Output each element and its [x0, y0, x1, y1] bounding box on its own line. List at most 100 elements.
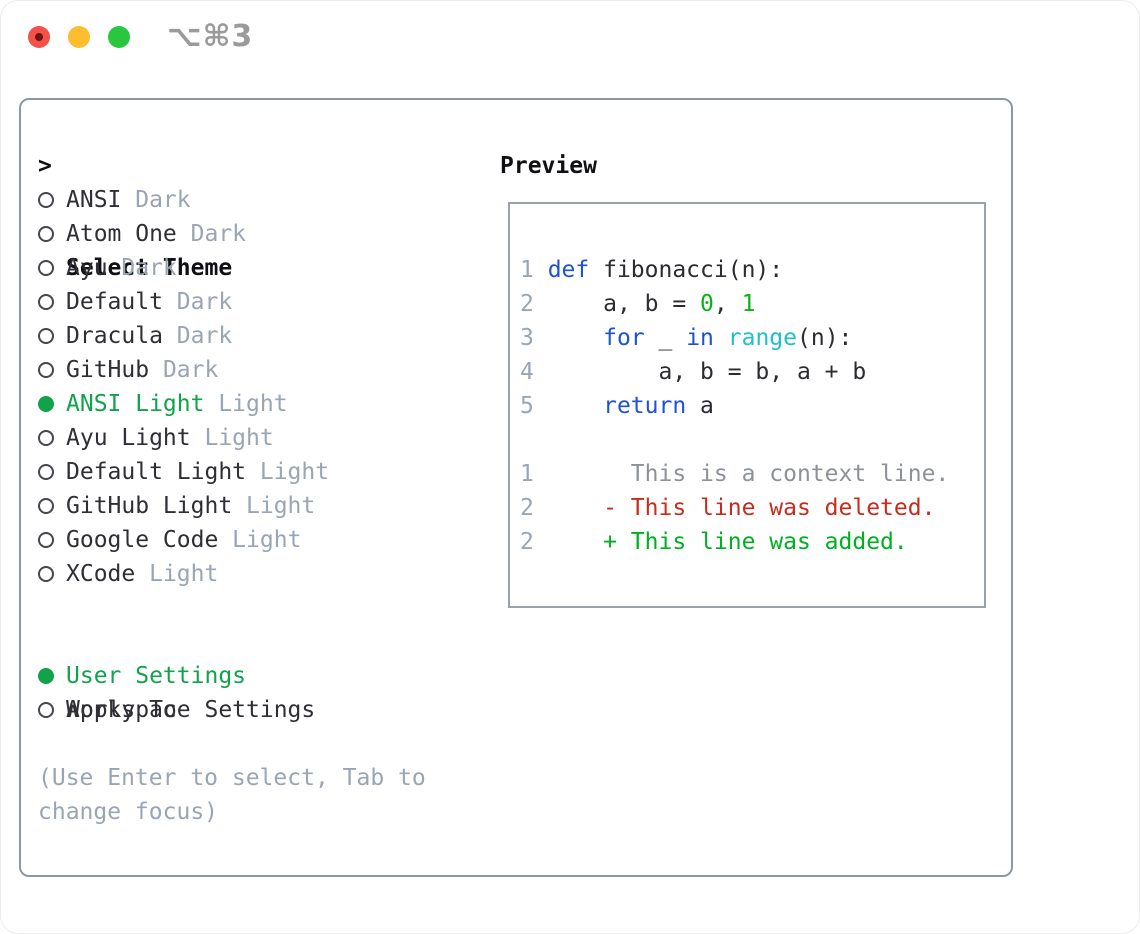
code-token: for — [603, 325, 645, 351]
theme-option[interactable]: Default Dark — [38, 285, 488, 319]
apply-option[interactable]: User Settings — [38, 659, 488, 693]
line-number: 3 — [520, 325, 548, 351]
spacer — [38, 591, 488, 625]
theme-variant: Light — [135, 561, 219, 587]
theme-option[interactable]: GitHub Dark — [38, 353, 488, 387]
code-line: 1 def fibonacci(n): — [520, 253, 949, 287]
code-token — [548, 393, 603, 419]
close-button[interactable] — [28, 26, 50, 48]
radio-icon — [38, 260, 54, 276]
radio-icon — [38, 464, 54, 480]
theme-name: Default Light — [66, 459, 247, 485]
code-token: 0 — [700, 291, 714, 317]
theme-option[interactable]: Atom One Dark — [38, 217, 488, 251]
radio-icon — [38, 362, 54, 378]
theme-option[interactable]: Ayu Dark — [38, 251, 488, 285]
select-theme-title: Select Theme — [66, 255, 233, 281]
theme-name: XCode — [66, 561, 136, 587]
apply-option[interactable]: Workspace Settings — [38, 693, 488, 727]
theme-variant: Light — [218, 527, 302, 553]
unsaved-dot-icon — [35, 33, 43, 41]
code-line: 2 - This line was deleted. — [520, 491, 949, 525]
theme-name: ANSI — [66, 187, 122, 213]
theme-variant: Dark — [149, 357, 219, 383]
minimize-button[interactable] — [68, 26, 90, 48]
theme-label: ANSI Light Light — [38, 387, 488, 421]
theme-variant: Light — [246, 459, 330, 485]
theme-name: ANSI Light — [66, 391, 205, 417]
theme-variant: Dark — [162, 323, 233, 349]
radio-selected-icon — [38, 668, 54, 684]
theme-label: Ayu Dark — [38, 251, 488, 285]
radio-icon — [38, 702, 54, 718]
theme-label: Default Dark — [38, 285, 488, 319]
theme-variant: Light — [204, 391, 288, 417]
radio-icon — [38, 192, 54, 208]
radio-icon — [38, 226, 54, 242]
theme-variant: Dark — [176, 221, 247, 247]
code-token — [714, 325, 728, 351]
code-token: (n): — [797, 325, 853, 351]
theme-label: Default Light Light — [38, 455, 488, 489]
code-line: 1 This is a context line. — [520, 457, 949, 491]
theme-label: GitHub Light Light — [38, 489, 488, 523]
code-token: 1 — [741, 291, 756, 317]
theme-option[interactable]: ANSI Dark — [38, 183, 488, 217]
theme-option[interactable]: Dracula Dark — [38, 319, 488, 353]
line-number: 2 — [520, 495, 548, 521]
line-number: 2 — [520, 529, 548, 555]
theme-name: Default — [66, 289, 163, 315]
line-number: 1 — [520, 257, 548, 283]
theme-name: Atom One — [66, 221, 177, 247]
theme-label: GitHub Dark — [38, 353, 488, 387]
theme-option[interactable]: Ayu Light Light — [38, 421, 488, 455]
zoom-button[interactable] — [108, 26, 130, 48]
theme-label: Dracula Dark — [38, 319, 488, 353]
code-token: in — [686, 325, 714, 351]
hint-text: (Use Enter to select, Tab to change focu… — [38, 765, 426, 825]
apply-to-title: Apply To — [66, 697, 177, 723]
theme-option[interactable]: ANSI Light Light — [38, 387, 488, 421]
line-number: 5 — [520, 393, 548, 419]
line-number: 2 — [520, 291, 548, 317]
code-token: return — [603, 393, 687, 419]
theme-label: ANSI Dark — [38, 183, 488, 217]
radio-icon — [38, 294, 54, 310]
theme-label: XCode Light — [38, 557, 488, 591]
code-line — [520, 423, 949, 457]
line-number: 1 — [520, 461, 548, 487]
select-theme-header: > Select Theme — [38, 149, 488, 281]
code-line: 5 return a — [520, 389, 949, 423]
theme-label: Ayu Light Light — [38, 421, 488, 455]
radio-icon — [38, 532, 54, 548]
theme-variant: Dark — [121, 187, 191, 213]
radio-icon — [38, 498, 54, 514]
theme-name: GitHub Light — [66, 493, 233, 519]
theme-option[interactable]: Default Light Light — [38, 455, 488, 489]
theme-variant: Light — [232, 493, 316, 519]
code-token: a — [686, 393, 714, 419]
theme-option[interactable]: Google Code Light — [38, 523, 488, 557]
theme-option[interactable]: XCode Light — [38, 557, 488, 591]
theme-option[interactable]: GitHub Light Light — [38, 489, 488, 523]
radio-selected-icon — [38, 396, 54, 412]
code-token: _ — [644, 325, 687, 351]
apply-to-header: Apply To — [38, 625, 488, 723]
radio-icon — [38, 430, 54, 446]
radio-icon — [38, 328, 54, 344]
theme-name: Google Code — [66, 527, 219, 553]
code-token: a, b = — [547, 291, 701, 317]
code-token — [548, 325, 603, 351]
theme-variant: Dark — [107, 255, 177, 281]
preview-header: Preview — [500, 153, 597, 179]
theme-name: Dracula — [66, 323, 163, 349]
theme-name: GitHub — [66, 357, 150, 383]
code-token: This is a context line. — [547, 461, 950, 487]
code-line: 3 for _ in range(n): — [520, 321, 949, 355]
code-line: 4 a, b = b, a + b — [520, 355, 949, 389]
